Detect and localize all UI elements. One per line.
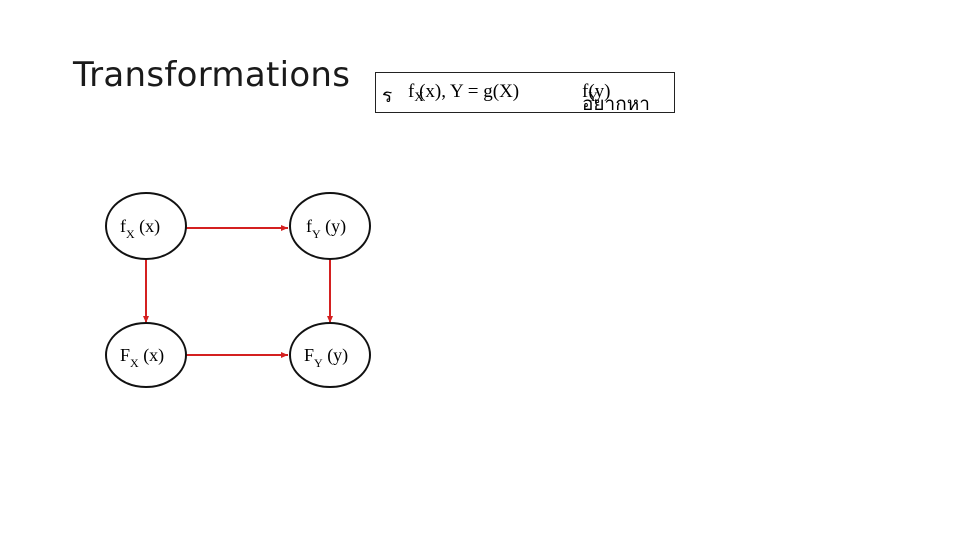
node-Fx: FX (x)	[105, 322, 187, 388]
slide-title: Transformations	[73, 55, 351, 95]
given-word: ร	[382, 86, 393, 107]
node-fx: fX (x)	[105, 192, 187, 260]
node-Fy: FY (y)	[289, 322, 371, 388]
node-fy: fY (y)	[289, 192, 371, 260]
want-word: อยากหา	[582, 94, 650, 115]
